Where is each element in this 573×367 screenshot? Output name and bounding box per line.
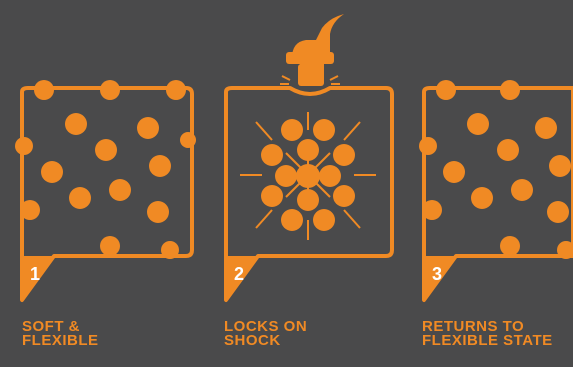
panel-3-caption-line2: FLEXIBLE STATE <box>422 334 553 348</box>
panel-1-number: 1 <box>30 264 40 284</box>
panel-3-number: 3 <box>432 264 442 284</box>
particle <box>161 241 179 259</box>
particle <box>297 189 319 211</box>
particle <box>15 137 33 155</box>
hammer-icon <box>280 14 344 86</box>
particle <box>313 119 335 141</box>
particle <box>137 117 159 139</box>
particle <box>109 179 131 201</box>
particle <box>147 201 169 223</box>
particle <box>166 80 186 100</box>
particle <box>65 113 87 135</box>
panel-2-caption-line2: SHOCK <box>224 334 307 348</box>
panel-3-particles <box>419 80 573 259</box>
particle <box>149 155 171 177</box>
particle <box>436 80 456 100</box>
particle <box>511 179 533 201</box>
particle <box>471 187 493 209</box>
particle <box>333 144 355 166</box>
particle <box>419 137 437 155</box>
particle <box>313 209 335 231</box>
particle <box>535 117 557 139</box>
particle <box>275 165 297 187</box>
particle <box>467 113 489 135</box>
panel-1-frame <box>22 88 192 300</box>
particle <box>69 187 91 209</box>
particle <box>422 200 442 220</box>
panel-2-locked: 2 <box>226 14 392 300</box>
particle <box>333 185 355 207</box>
panel-2-caption: LOCKS ON SHOCK <box>224 320 307 348</box>
particle <box>297 139 319 161</box>
panel-2-number: 2 <box>234 264 244 284</box>
particle <box>34 80 54 100</box>
panel-2-particles-locked <box>261 119 355 231</box>
particle <box>41 161 63 183</box>
panel-3-caption: RETURNS TO FLEXIBLE STATE <box>422 320 553 348</box>
panel-3-returned: 3 <box>419 80 573 300</box>
particle <box>100 236 120 256</box>
particle <box>547 201 569 223</box>
panel-1-caption: SOFT & FLEXIBLE <box>22 320 99 348</box>
particle <box>497 139 519 161</box>
particle <box>20 200 40 220</box>
particle <box>281 119 303 141</box>
panel-1-soft: 1 <box>15 80 196 300</box>
particle <box>100 80 120 100</box>
panel-1-particles <box>15 80 196 259</box>
panel-1-caption-line2: FLEXIBLE <box>22 334 99 348</box>
particle <box>500 236 520 256</box>
particle <box>180 132 196 148</box>
particle <box>281 209 303 231</box>
particle <box>319 165 341 187</box>
particle <box>261 185 283 207</box>
particle <box>443 161 465 183</box>
particle <box>95 139 117 161</box>
particle <box>549 155 571 177</box>
particle <box>261 144 283 166</box>
particle <box>500 80 520 100</box>
particle <box>296 164 320 188</box>
